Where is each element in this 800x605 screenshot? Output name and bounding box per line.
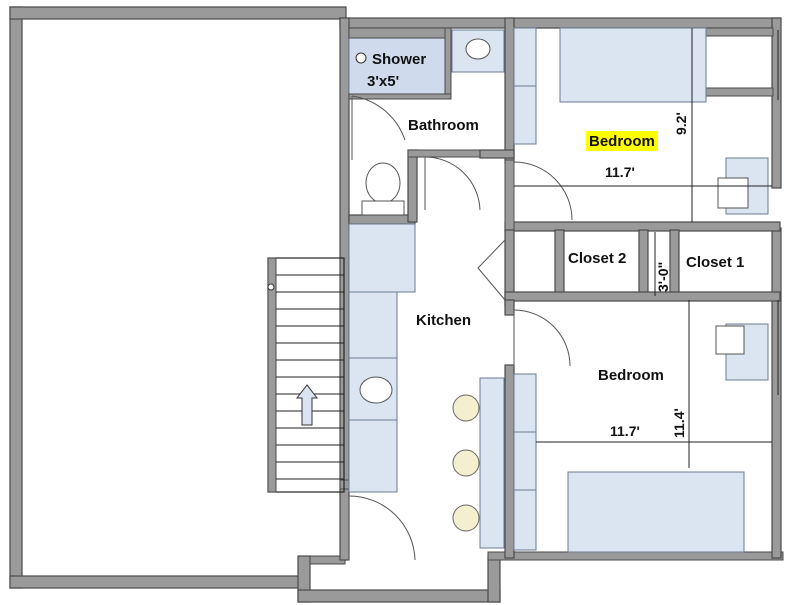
kitchen-label: Kitchen xyxy=(416,312,471,329)
kitchen-door-swing xyxy=(348,495,416,561)
outer-wall-top xyxy=(339,17,781,29)
bedroom-bottom-width-label: 11.7' xyxy=(610,423,640,439)
outer-wall-top-left xyxy=(9,6,347,20)
outer-wall-right-lower xyxy=(771,227,782,559)
wall-bath-door-header xyxy=(407,149,481,158)
bedroom-top-label: Bedroom xyxy=(589,133,655,150)
bedroom-top-highlight xyxy=(586,131,658,151)
wall-bedroom-bottom-stub xyxy=(504,299,515,316)
wall-closet2-left xyxy=(554,229,565,299)
outer-wall-notch-right xyxy=(487,555,501,603)
wall-bedroom-door-side xyxy=(504,159,515,231)
window-top-right-b xyxy=(704,87,774,97)
shower-top-wall xyxy=(348,27,450,39)
bathroom-door-swing xyxy=(351,95,406,141)
closet-width-label: 3'-0" xyxy=(655,262,671,292)
dimension-lines xyxy=(514,28,772,468)
wall-closet-divider xyxy=(638,229,649,299)
bedroom-top-door-swing xyxy=(513,161,573,221)
outer-wall-bottom-left xyxy=(9,575,301,589)
bathroom-sink-icon xyxy=(465,38,491,60)
bedroom-bottom-door-swing xyxy=(513,309,571,367)
bedroom-top-width-label: 11.7' xyxy=(605,164,635,180)
kitchen-counter-top xyxy=(348,223,416,293)
stairs xyxy=(267,257,345,493)
wall-closet1-left xyxy=(669,229,680,299)
outer-wall-right-upper xyxy=(771,17,782,189)
wall-bedroom-bottom-left xyxy=(504,364,515,559)
wall-bath-corner xyxy=(479,149,515,159)
bed-bottom xyxy=(567,471,745,553)
wall-bath-bottom-left xyxy=(348,214,416,225)
shower-right-wall xyxy=(444,27,452,99)
bedroom-bottom-closet xyxy=(513,373,537,551)
stair-treads xyxy=(276,274,344,480)
outer-wall-bottom xyxy=(297,589,501,603)
bathroom-label: Bathroom xyxy=(408,117,479,134)
closet2-label: Closet 2 xyxy=(568,250,626,267)
bar-stool-3 xyxy=(452,504,480,532)
toilet-bowl-icon xyxy=(365,162,401,204)
outer-wall-left xyxy=(9,6,23,589)
bar-stool-2 xyxy=(452,449,480,477)
stair-up-arrow-icon xyxy=(295,384,319,426)
stair-post-icon xyxy=(267,283,275,291)
closet1-label: Closet 1 xyxy=(686,254,744,271)
toilet-tank-icon xyxy=(361,200,405,216)
outer-wall-bottom-right xyxy=(487,551,784,561)
shower-bottom-wall xyxy=(348,93,452,100)
bath-door2-swing xyxy=(424,156,481,211)
kitchen-sink-icon xyxy=(359,376,393,404)
shower-drain-icon xyxy=(355,52,367,64)
shower-size-label: 3'x5' xyxy=(367,73,399,90)
shower-label: Shower xyxy=(372,51,426,68)
bed-top xyxy=(559,27,707,103)
bathroom-sink-counter xyxy=(451,29,505,73)
wall-bath-bedroom xyxy=(504,17,515,164)
stair-rail xyxy=(267,257,277,493)
window-top-right-a xyxy=(704,27,774,37)
kitchen-island xyxy=(479,377,505,549)
closet-door-icon xyxy=(477,239,506,301)
bedroom-bottom-label: Bedroom xyxy=(598,367,664,384)
bar-stool-1 xyxy=(452,394,480,422)
wall-closet-bottom xyxy=(504,291,781,302)
chair-bottom xyxy=(715,325,745,355)
bedroom-top-depth-label: 9.2' xyxy=(673,112,689,135)
chair-top xyxy=(717,177,749,209)
wall-bath-door-jamb xyxy=(407,149,418,223)
bedroom-bottom-depth-label: 11.4' xyxy=(671,408,687,438)
